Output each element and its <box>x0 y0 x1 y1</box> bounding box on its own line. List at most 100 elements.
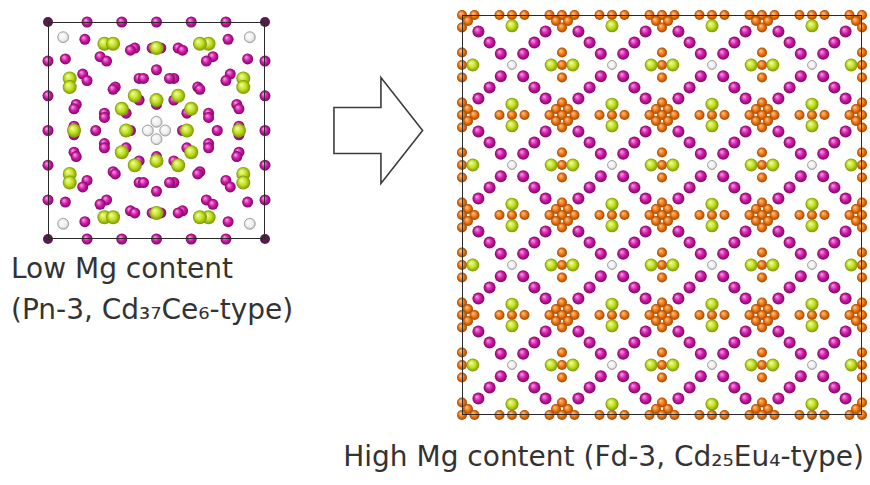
atom-sphere <box>628 281 640 293</box>
atom-sphere <box>695 348 707 360</box>
atom-sphere <box>784 37 796 49</box>
atom-sphere <box>606 98 619 111</box>
atom-sphere <box>795 410 805 420</box>
atom-sphere <box>857 160 867 170</box>
atom-sphere <box>566 159 579 172</box>
atom-sphere <box>151 234 162 245</box>
atom-sphere <box>508 261 517 270</box>
atom-sphere <box>745 410 755 420</box>
atom-sphere <box>79 34 90 45</box>
atom-sphere <box>180 124 194 138</box>
atom-sphere <box>707 110 717 120</box>
atom-sphere <box>540 325 552 337</box>
atom-sphere <box>740 325 752 337</box>
atom-sphere <box>110 168 121 179</box>
atom-sphere <box>584 381 596 393</box>
atom-sphere <box>203 142 214 153</box>
atom-sphere <box>840 193 852 205</box>
atom-sphere <box>784 237 796 249</box>
atom-sphere <box>595 410 605 420</box>
atom-sphere <box>666 59 679 72</box>
atom-sphere <box>242 197 253 208</box>
atom-sphere <box>58 218 69 229</box>
atom-sphere <box>745 59 758 72</box>
atom-sphere <box>244 218 255 229</box>
atom-sphere <box>645 410 655 420</box>
atom-sphere <box>740 93 752 105</box>
atom-sphere <box>728 37 740 49</box>
atom-sphere <box>540 93 552 105</box>
atom-sphere <box>757 273 767 283</box>
atom-sphere <box>620 210 630 220</box>
atom-sphere <box>657 260 667 270</box>
atom-sphere <box>657 148 667 158</box>
atom-sphere <box>129 207 140 218</box>
atom-sphere <box>106 37 120 51</box>
atom-sphere <box>795 270 807 282</box>
atom-sphere <box>128 89 142 103</box>
atom-sphere <box>784 381 796 393</box>
atom-sphere <box>640 125 652 137</box>
atom-sphere <box>466 359 479 372</box>
atom-sphere <box>212 125 223 136</box>
atom-sphere <box>69 103 80 114</box>
atom-sphere <box>840 93 852 105</box>
atom-sphere <box>757 123 767 133</box>
atom-sphere <box>617 270 629 282</box>
atom-sphere <box>770 410 780 420</box>
atom-sphere <box>795 248 807 260</box>
atom-sphere <box>795 70 807 82</box>
atom-sphere <box>194 84 205 95</box>
atom-sphere <box>607 310 617 320</box>
atom-sphere <box>617 370 629 382</box>
atom-sphere <box>584 37 596 49</box>
atom-sphere <box>728 181 740 193</box>
atom-sphere <box>857 360 867 370</box>
atom-sphere <box>817 148 829 160</box>
atom-sphere <box>657 60 667 70</box>
atom-sphere <box>817 270 829 282</box>
atom-sphere <box>244 32 255 43</box>
atom-sphere <box>657 248 667 258</box>
atom-sphere <box>817 248 829 260</box>
atom-sphere <box>116 234 127 245</box>
atom-sphere <box>517 270 529 282</box>
atom-sphere <box>557 60 567 70</box>
atom-sphere <box>517 370 529 382</box>
atom-sphere <box>684 181 696 193</box>
atom-sphere <box>684 381 696 393</box>
atom-sphere <box>857 348 867 358</box>
atom-sphere <box>766 59 779 72</box>
atom-sphere <box>495 170 507 182</box>
atom-sphere <box>695 310 705 320</box>
atom-sphere <box>857 223 867 233</box>
atom-sphere <box>106 210 120 224</box>
atom-sphere <box>772 25 784 37</box>
atom-sphere <box>472 93 484 105</box>
atom-sphere <box>706 198 719 211</box>
atom-sphere <box>857 173 867 183</box>
atom-sphere <box>806 119 819 132</box>
atom-sphere <box>470 410 480 420</box>
atom-sphere <box>507 210 517 220</box>
atom-sphere <box>173 207 184 218</box>
atom-sphere <box>808 161 817 170</box>
atom-sphere <box>666 359 679 372</box>
atom-sphere <box>528 37 540 49</box>
atom-sphere <box>528 237 540 249</box>
atom-sphere <box>566 59 579 72</box>
atom-sphere <box>79 216 90 227</box>
atom-sphere <box>845 359 858 372</box>
atom-sphere <box>795 170 807 182</box>
atom-sphere <box>260 125 271 136</box>
atom-sphere <box>857 410 867 420</box>
atom-sphere <box>795 210 805 220</box>
atom-sphere <box>506 398 519 411</box>
atom-sphere <box>708 261 717 270</box>
atom-sphere <box>657 23 667 33</box>
atom-sphere <box>595 210 605 220</box>
atom-sphere <box>201 56 212 67</box>
atom-sphere <box>784 281 796 293</box>
atom-sphere <box>203 112 214 123</box>
atom-sphere <box>545 359 558 372</box>
